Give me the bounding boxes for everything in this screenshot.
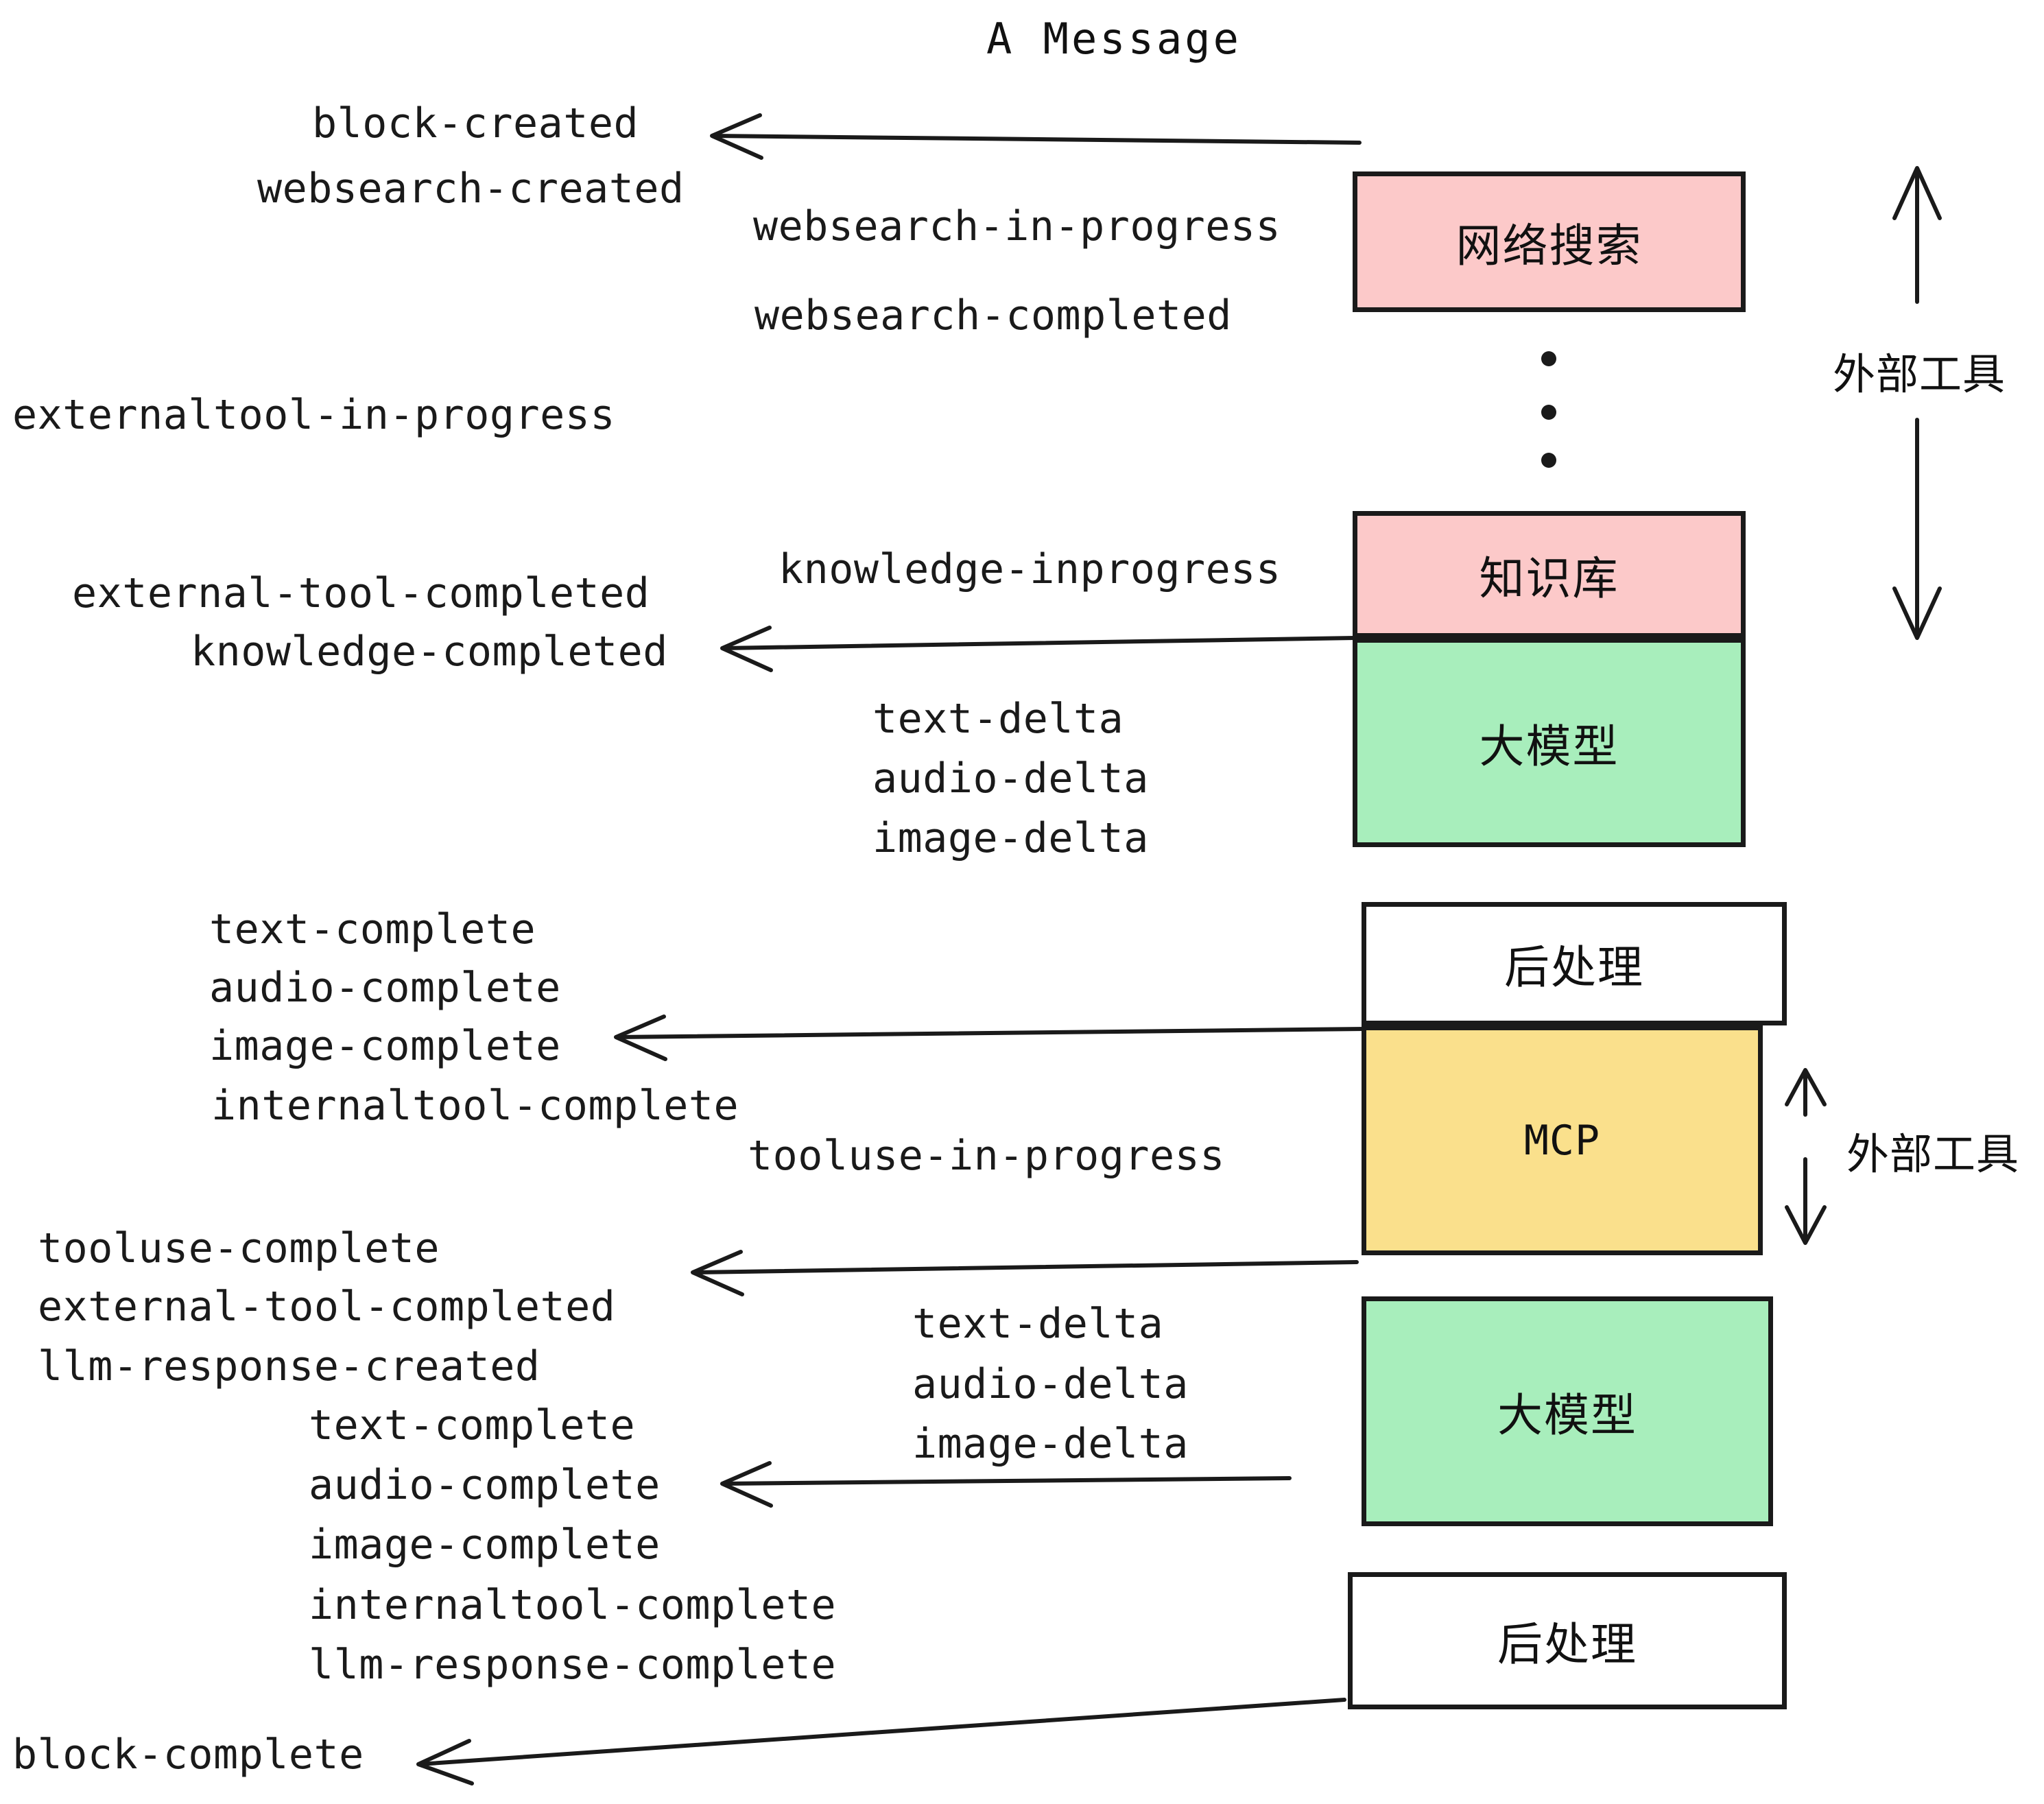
event-label-tooluse-complete: tooluse-complete [38,1224,440,1272]
event-label-websearch-completed: websearch-completed [754,292,1232,340]
event-label-text-delta-1: text-delta [872,695,1124,743]
event-label-llm-response-created: llm-response-created [38,1342,540,1390]
event-label-externaltool-in-progress: externaltool-in-progress [12,391,615,439]
external-tool-down-top-arrow [1892,418,1942,640]
event-label-text-complete-2: text-complete [309,1401,636,1449]
component-box-postprocess-bottom[interactable]: 后处理 [1348,1572,1787,1709]
side-label-external-tools-top: 外部工具 [1833,349,2006,399]
component-box-llm-top[interactable]: 大模型 [1353,638,1746,847]
event-label-llm-response-complete: llm-response-complete [309,1641,837,1689]
event-label-audio-delta-1: audio-delta [872,755,1149,803]
event-label-audio-complete-2: audio-complete [309,1461,661,1509]
event-label-image-complete-2: image-complete [309,1521,661,1569]
event-label-audio-complete-1: audio-complete [209,964,561,1012]
tooluse-complete-arrow [691,1250,1359,1296]
event-label-websearch-in-progress: websearch-in-progress [753,202,1281,250]
component-box-llm-bottom[interactable]: 大模型 [1362,1296,1773,1526]
event-label-websearch-created: websearch-created [257,165,685,213]
knowledge-completed-arrow [720,626,1357,672]
audio-complete-arrow [720,1461,1292,1508]
event-label-image-delta-2: image-delta [912,1420,1189,1468]
event-label-audio-delta-2: audio-delta [912,1360,1189,1408]
component-box-mcp[interactable]: MCP [1362,1025,1763,1255]
event-label-knowledge-inprogress: knowledge-inprogress [779,545,1281,593]
event-label-external-tool-completed-2: external-tool-completed [38,1283,616,1331]
event-label-internaltool-complete-1: internaltool-complete [211,1082,739,1130]
event-label-block-complete: block-complete [12,1731,364,1779]
block-complete-arrow [416,1698,1346,1785]
event-label-block-created: block-created [312,99,639,147]
component-box-websearch[interactable]: 网络搜索 [1353,171,1746,312]
event-label-tooluse-in-progress: tooluse-in-progress [748,1132,1225,1180]
event-label-external-tool-completed-1: external-tool-completed [72,569,650,617]
event-label-image-delta-1: image-delta [872,814,1149,862]
component-box-knowledge[interactable]: 知识库 [1353,511,1746,638]
external-tool-up-bottom-arrow [1785,1068,1827,1117]
external-tool-up-top-arrow [1892,166,1942,304]
block-created-arrow [710,113,1362,160]
image-complete-arrow [614,1014,1367,1061]
external-tool-arrows [1785,166,1942,1245]
event-label-text-delta-2: text-delta [912,1300,1164,1348]
external-tool-down-bottom-arrow [1785,1157,1827,1245]
page-title: A Message [986,14,1241,64]
side-label-external-tools-bottom: 外部工具 [1846,1129,2020,1179]
component-box-postprocess-top[interactable]: 后处理 [1362,902,1787,1025]
event-label-internaltool-complete-2: internaltool-complete [309,1581,837,1629]
event-label-knowledge-completed: knowledge-completed [191,628,668,676]
ellipsis-dot-1 [1541,351,1556,366]
event-label-text-complete-1: text-complete [209,905,536,953]
event-label-image-complete-1: image-complete [209,1022,561,1070]
ellipsis-dot-2 [1541,405,1556,420]
ellipsis-dot-3 [1541,453,1556,468]
